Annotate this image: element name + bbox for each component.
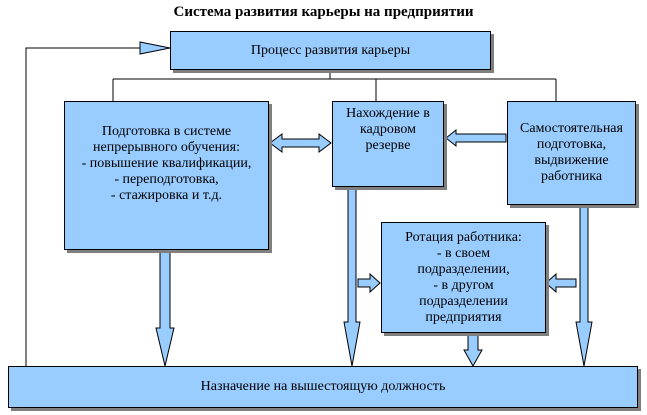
rotation-box: Ротация работника: - в своем подразделен… bbox=[381, 222, 546, 333]
self-training-label: Самостоятельная подготовка, выдвижение р… bbox=[520, 121, 623, 184]
diagram-title: Система развития карьеры на предприятии bbox=[173, 4, 474, 20]
arrow-self-down bbox=[575, 204, 593, 367]
reserve-box: Нахождение в кадровом резерве bbox=[332, 101, 444, 187]
arrow-reserve-to-rotation bbox=[357, 272, 381, 294]
arrow-self-to-rotation bbox=[545, 272, 577, 294]
double-arrow-training-reserve bbox=[269, 133, 332, 153]
arrow-training-down bbox=[155, 249, 175, 367]
process-label: Процесс развития карьеры bbox=[250, 42, 411, 58]
process-box: Процесс развития карьеры bbox=[170, 31, 491, 70]
reserve-label: Нахождение в кадровом резерве bbox=[346, 106, 430, 153]
rotation-label: Ротация работника: - в своем подразделен… bbox=[405, 229, 522, 325]
arrow-self-to-reserve bbox=[445, 128, 507, 148]
training-box: Подготовка в системе непрерывного обучен… bbox=[64, 101, 269, 250]
self-training-box: Самостоятельная подготовка, выдвижение р… bbox=[507, 101, 636, 205]
feedback-line bbox=[25, 47, 140, 366]
arrow-rotation-down bbox=[463, 332, 483, 368]
appointment-label: Назначение на вышестоящую должность bbox=[200, 379, 446, 394]
appointment-box: Назначение на вышестоящую должность bbox=[8, 366, 638, 408]
arrow-reserve-down bbox=[343, 186, 361, 367]
training-label: Подготовка в системе непрерывного обучен… bbox=[81, 124, 252, 203]
feedback-arrowhead bbox=[139, 41, 171, 55]
